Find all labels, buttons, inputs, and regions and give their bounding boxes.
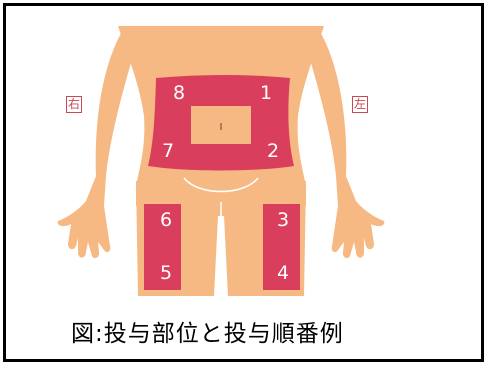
site-6: 6 (156, 210, 176, 230)
site-1: 1 (256, 83, 276, 103)
site-7: 7 (158, 141, 178, 161)
site-3: 3 (273, 210, 293, 230)
site-4: 4 (273, 263, 293, 283)
left-side-label: 左 (352, 96, 368, 113)
site-2: 2 (263, 141, 283, 161)
figure-frame: 右 左 1 2 3 4 5 6 7 8 図:投与部位と投与順番例 (3, 3, 484, 362)
right-arm (58, 28, 136, 258)
site-8: 8 (169, 83, 189, 103)
right-side-label: 右 (66, 96, 82, 113)
figure-caption: 図:投与部位と投与順番例 (71, 319, 431, 349)
body-diagram (6, 6, 481, 306)
site-5: 5 (156, 263, 176, 283)
left-arm (306, 28, 384, 258)
